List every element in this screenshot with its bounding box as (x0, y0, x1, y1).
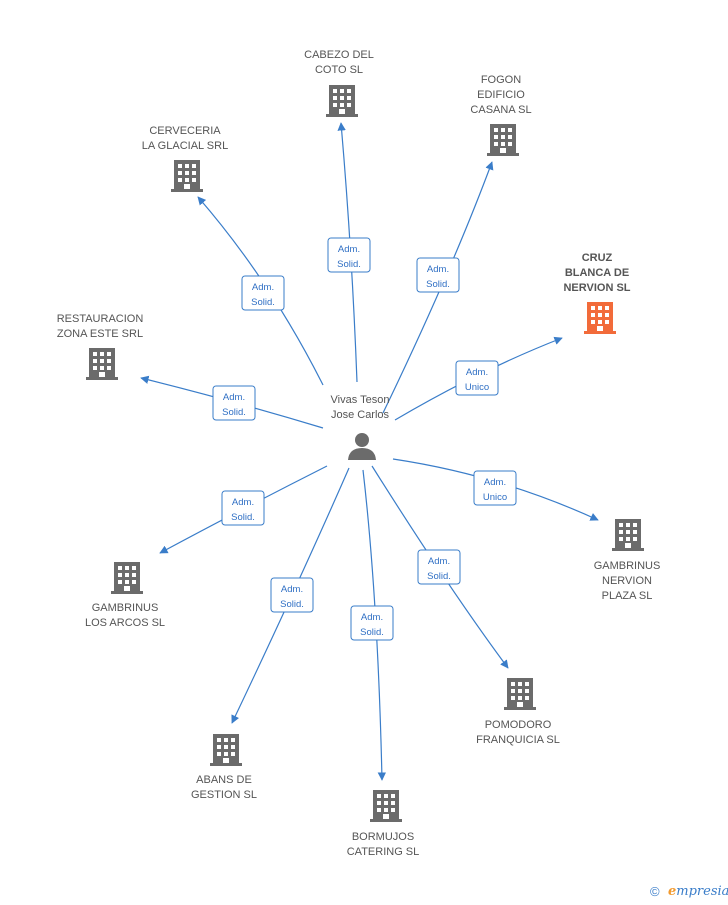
role-label-bormujos[interactable]: Adm. Solid. (350, 605, 394, 641)
company-name-line: LOS ARCOS SL (85, 617, 165, 629)
company-node-cerveceria[interactable]: CERVECERIA LA GLACIAL SRL (142, 125, 228, 192)
role-label-gambrinus-nervion[interactable]: Adm. Unico (473, 470, 517, 506)
company-node-cabezo[interactable]: CABEZO DEL COTO SL (304, 49, 374, 117)
role-label-cruz[interactable]: Adm. Unico (455, 360, 499, 396)
role-label-line: Solid. (222, 407, 246, 418)
role-label-restauracion[interactable]: Adm. Solid. (212, 385, 256, 421)
role-label-line: Unico (465, 382, 489, 393)
company-name-line: BORMUJOS (352, 831, 414, 843)
role-label-line: Adm. (252, 282, 274, 293)
role-label-box (455, 360, 499, 396)
role-label-gambrinus-arcos[interactable]: Adm. Solid. (221, 490, 265, 526)
role-label-box (212, 385, 256, 421)
role-label-box (270, 577, 314, 613)
copyright-icon: © (650, 884, 660, 899)
role-label-box (241, 275, 285, 311)
company-name-line: CABEZO DEL (304, 49, 374, 61)
role-label-line: Solid. (280, 599, 304, 610)
brand-logo[interactable]: empresia (668, 884, 728, 899)
role-label-box (350, 605, 394, 641)
company-name-line: POMODORO (485, 719, 552, 731)
building-icon (111, 562, 143, 594)
company-name-line: EDIFICIO (477, 89, 525, 101)
company-name-line: CERVECERIA (149, 125, 221, 137)
brand-logo-initial: e (668, 884, 677, 899)
building-icon (326, 85, 358, 117)
center-person[interactable]: Vivas Teson Jose Carlos (331, 394, 390, 460)
company-name-line: ABANS DE (196, 774, 252, 786)
company-name-line: GAMBRINUS (92, 602, 159, 614)
role-label-box (221, 490, 265, 526)
role-label-line: Solid. (231, 512, 255, 523)
building-icon (171, 160, 203, 192)
company-nodes-layer: CABEZO DEL COTO SL FOGON EDIFICIO CASANA SL C… (57, 49, 661, 858)
company-name-line: FOGON (481, 74, 521, 86)
role-label-line: Solid. (251, 297, 275, 308)
building-icon (504, 678, 536, 710)
role-label-box (416, 257, 460, 293)
company-name-line: NERVION SL (563, 282, 630, 294)
role-label-line: Adm. (281, 584, 303, 595)
role-label-line: Solid. (427, 571, 451, 582)
company-name-line: GESTION SL (191, 789, 257, 801)
company-name-line: CASANA SL (470, 104, 531, 116)
company-name-line: PLAZA SL (602, 590, 653, 602)
role-label-line: Adm. (361, 612, 383, 623)
building-icon (210, 734, 242, 766)
company-name-line: RESTAURACION (57, 313, 144, 325)
company-node-restauracion[interactable]: RESTAURACION ZONA ESTE SRL (57, 313, 144, 380)
role-label-line: Adm. (232, 497, 254, 508)
role-label-fogon[interactable]: Adm. Solid. (416, 257, 460, 293)
company-node-gambrinus-arcos[interactable]: GAMBRINUS LOS ARCOS SL (85, 562, 165, 629)
role-label-cabezo[interactable]: Adm. Solid. (327, 237, 371, 273)
role-label-line: Adm. (223, 392, 245, 403)
company-name-line: NERVION (602, 575, 652, 587)
role-label-pomodoro[interactable]: Adm. Solid. (417, 549, 461, 585)
role-label-cerveceria[interactable]: Adm. Solid. (241, 275, 285, 311)
role-label-line: Unico (483, 492, 507, 503)
company-node-fogon[interactable]: FOGON EDIFICIO CASANA SL (470, 74, 532, 156)
role-label-line: Solid. (337, 259, 361, 270)
role-label-box (417, 549, 461, 585)
building-icon (86, 348, 118, 380)
company-name-line: FRANQUICIA SL (476, 734, 560, 746)
person-icon (348, 433, 376, 460)
company-node-abans[interactable]: ABANS DE GESTION SL (191, 734, 257, 801)
building-icon (487, 124, 519, 156)
person-name-line-2: Jose Carlos (331, 409, 390, 421)
brand-logo-text: mpresia (676, 884, 728, 899)
building-icon (370, 790, 402, 822)
company-node-cruz[interactable]: CRUZ BLANCA DE NERVION SL (563, 252, 631, 334)
company-name-line: ZONA ESTE SRL (57, 328, 143, 340)
role-label-line: Adm. (338, 244, 360, 255)
role-labels-layer: Adm.Solid.Adm.Solid.Adm.Solid.Adm.UnicoA… (212, 237, 517, 641)
role-label-abans[interactable]: Adm. Solid. (270, 577, 314, 613)
role-label-line: Solid. (360, 627, 384, 638)
company-name-line: BLANCA DE (565, 267, 629, 279)
role-label-line: Adm. (466, 367, 488, 378)
role-label-box (473, 470, 517, 506)
building-icon (612, 519, 644, 551)
company-node-pomodoro[interactable]: POMODORO FRANQUICIA SL (476, 678, 560, 746)
role-label-box (327, 237, 371, 273)
company-name-line: LA GLACIAL SRL (142, 140, 228, 152)
company-name-line: CATERING SL (347, 846, 420, 858)
person-name-line-1: Vivas Teson (331, 394, 390, 406)
role-label-line: Adm. (428, 556, 450, 567)
role-label-line: Adm. (484, 477, 506, 488)
role-label-line: Adm. (427, 264, 449, 275)
company-node-bormujos[interactable]: BORMUJOS CATERING SL (347, 790, 420, 858)
role-label-line: Solid. (426, 279, 450, 290)
company-node-gambrinus-nervion[interactable]: GAMBRINUS NERVION PLAZA SL (594, 519, 661, 602)
company-name-line: COTO SL (315, 64, 363, 76)
company-name-line: GAMBRINUS (594, 560, 661, 572)
building-icon (584, 302, 616, 334)
company-name-line: CRUZ (582, 252, 613, 264)
